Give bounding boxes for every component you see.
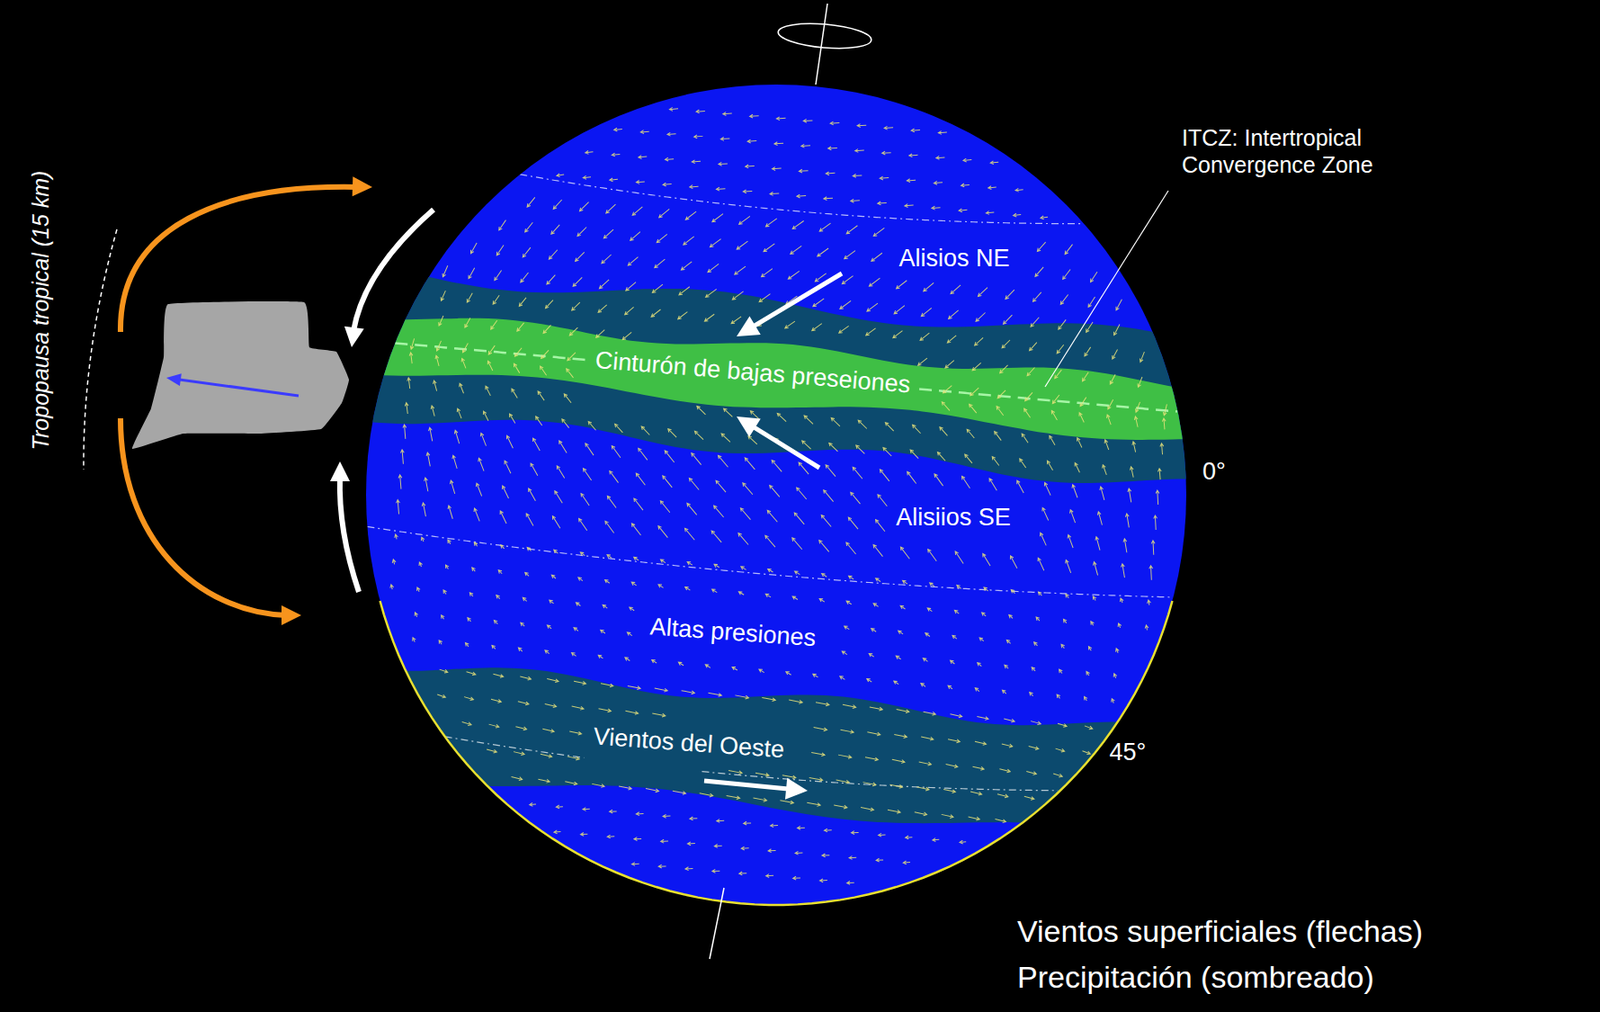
wind-label: Alisios NE [898, 243, 1010, 273]
latitude-label: 45° [1109, 737, 1147, 767]
midlatitude-rain-band [312, 651, 1184, 849]
hadley-arrow [120, 418, 287, 616]
legend-note: Vientos superficiales (flechas) [1017, 912, 1423, 950]
trade-wind-arrow-head [736, 315, 761, 337]
surface-inflow-arrow [339, 476, 359, 592]
trade-wind-arrow [750, 273, 842, 328]
itcz-rain-band [348, 305, 1215, 448]
surface-wind-arrows [366, 86, 1191, 909]
hadley-arrow [120, 187, 358, 332]
surface-inflow-arrow-head [330, 461, 350, 482]
outflow-arrow-head [166, 373, 182, 386]
tropopause-line [83, 229, 117, 470]
outflow-arrow [178, 379, 299, 396]
globe-rotated [307, 80, 1234, 912]
hadley-arrow-head [352, 176, 373, 197]
trade-wind-arrow [750, 425, 820, 468]
westerly-arrow [704, 780, 791, 789]
westerly-arrow-head [785, 777, 808, 800]
itcz-line [394, 342, 1178, 412]
surface-inflow-arrow-head [344, 326, 365, 348]
globe-rim [380, 600, 1173, 905]
convective-cloud [132, 301, 349, 449]
tropopause-label: Tropopausa tropical (15 km) [26, 170, 54, 451]
surface-inflow-arrow [353, 209, 434, 331]
wind-label: Alisiios SE [895, 502, 1011, 532]
hadley-arrow-head [281, 605, 302, 626]
callout-label: ITCZ: Intertropical Convergence Zone [1181, 124, 1452, 179]
precipitation-shading [343, 259, 1218, 496]
leader-line [1045, 190, 1169, 387]
latitude-line [518, 174, 1082, 237]
rotation-axis [709, 887, 725, 959]
trade-wind-arrow-head [736, 416, 761, 438]
rotation-axis [815, 3, 828, 85]
latitude-label: 0° [1202, 456, 1226, 486]
globe-surface [307, 80, 1234, 912]
rotation-symbol [777, 20, 873, 53]
legend-note: Precipitación (sombreado) [1017, 958, 1375, 996]
